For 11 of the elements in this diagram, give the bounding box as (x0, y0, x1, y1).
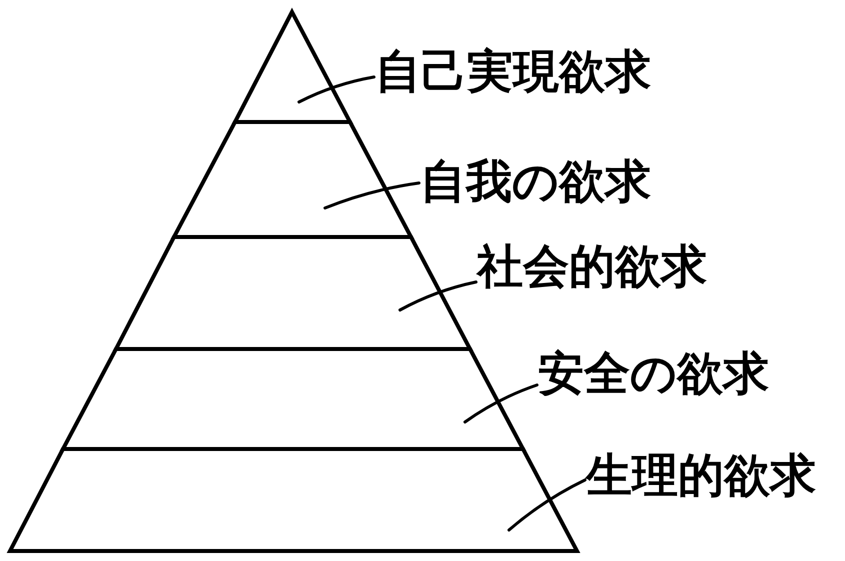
tier-label: 自我の欲求 (420, 158, 651, 204)
pyramid-tier (8, 447, 579, 553)
tier-label: 生理的欲求 (586, 452, 816, 498)
tier-label: 自己実現欲求 (375, 48, 651, 94)
tier-label: 社会的欲求 (477, 243, 707, 289)
leader-line (464, 384, 538, 424)
leader-line (508, 478, 586, 532)
leader-line (298, 76, 376, 104)
leader-line (324, 182, 420, 210)
tier-label: 安全の欲求 (538, 350, 769, 396)
leader-line (398, 280, 478, 312)
